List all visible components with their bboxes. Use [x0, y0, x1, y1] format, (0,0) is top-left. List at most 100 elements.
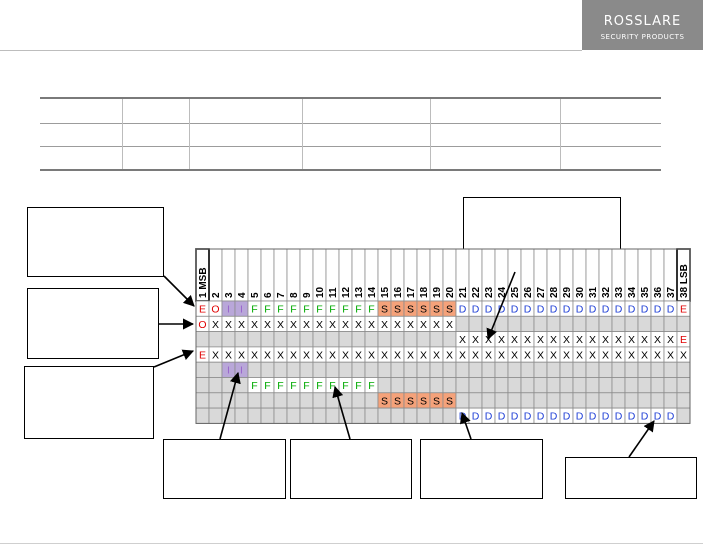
grid-cell-symbol: F [368, 304, 374, 316]
grid-cell-symbol: S [420, 395, 427, 407]
table-row-rule [40, 123, 661, 124]
grid-header-label: 23 [484, 286, 495, 298]
grid-cell-symbol: X [498, 334, 505, 346]
arrow-to-facility-row [332, 385, 351, 440]
arrow-to-all-bits-row [153, 349, 195, 368]
grid-header-label: 14 [367, 286, 378, 298]
grid-cell-symbol: D [511, 411, 519, 423]
grid-cell-symbol: D [511, 304, 519, 316]
grid-header-label: 26 [523, 286, 534, 298]
grid-cell-symbol: X [524, 334, 531, 346]
grid-header-label: 20 [445, 286, 456, 298]
grid-cell-symbol: X [342, 349, 349, 361]
callout-box-even-parity [27, 288, 159, 359]
grid-cell-symbol: F [303, 304, 309, 316]
callout-box-facility [290, 439, 412, 499]
grid-cell-symbol: X [641, 349, 648, 361]
callout-box-card [565, 457, 697, 499]
grid-cell-symbol: X [277, 349, 284, 361]
grid-cell-symbol: X [563, 334, 570, 346]
grid-cell-symbol: D [576, 411, 584, 423]
grid-header-label: 13 [354, 286, 365, 298]
grid-cell-symbol: X [420, 319, 427, 331]
grid-cell-symbol: I [227, 365, 230, 377]
grid-cell-symbol: D [563, 304, 571, 316]
grid-cell-symbol: X [225, 319, 232, 331]
grid-cell-symbol: S [407, 395, 414, 407]
grid-header-label: 15 [380, 286, 391, 298]
table-column-rule [122, 99, 123, 169]
grid-cell-symbol: D [654, 411, 662, 423]
grid-cell-symbol: F [277, 304, 283, 316]
grid-cell-symbol: X [381, 349, 388, 361]
grid-cell-symbol: D [472, 304, 480, 316]
grid-cell-symbol: X [290, 349, 297, 361]
grid-cell-symbol: D [602, 304, 610, 316]
logo-brand: ROSSLARE [603, 14, 682, 29]
grid-cell-symbol: D [485, 304, 493, 316]
grid-header-label: 34 [627, 286, 638, 298]
grid-cell-symbol: F [355, 304, 361, 316]
grid-header-label: 38 LSB [679, 264, 690, 298]
grid-cell-symbol: X [576, 334, 583, 346]
table-column-rule [302, 99, 303, 169]
grid-header-label: 5 [250, 292, 261, 298]
grid-cell-symbol: D [485, 411, 493, 423]
grid-header-label: 7 [276, 292, 287, 298]
grid-cell-symbol: X [329, 349, 336, 361]
grid-cell-symbol: X [576, 349, 583, 361]
grid-cell-symbol: D [602, 411, 610, 423]
grid-border [195, 248, 691, 424]
grid-cell-symbol: D [537, 411, 545, 423]
callout-box-issue [163, 439, 286, 499]
grid-cell-symbol: S [381, 395, 388, 407]
grid-cell-symbol: S [394, 304, 401, 316]
grid-header-label: 18 [419, 286, 430, 298]
grid-cell-symbol: X [264, 319, 271, 331]
grid-cell-symbol: X [524, 349, 531, 361]
grid-cell-symbol: X [667, 349, 674, 361]
grid-cell-symbol: D [641, 411, 649, 423]
grid-cell-symbol: E [199, 349, 206, 361]
grid-header-label: 16 [393, 286, 404, 298]
grid-cell-symbol: X [537, 349, 544, 361]
grid-cell-symbol: X [433, 349, 440, 361]
grid-cell-symbol: S [446, 304, 453, 316]
grid-header-label: 37 [666, 286, 677, 298]
grid-cell-symbol: X [251, 319, 258, 331]
grid-header-label: 22 [471, 286, 482, 298]
grid-cell-symbol: D [576, 304, 584, 316]
grid-cell-symbol: X [511, 334, 518, 346]
grid-header-label: 1 MSB [198, 267, 209, 298]
grid-cell-symbol: D [654, 304, 662, 316]
grid-cell-symbol: X [368, 349, 375, 361]
grid-cell-symbol: X [485, 349, 492, 361]
grid-cell-symbol: X [446, 319, 453, 331]
grid-cell-symbol: F [342, 380, 348, 392]
grid-header-label: 32 [601, 286, 612, 298]
grid-cell-symbol: X [654, 334, 661, 346]
grid-cell-symbol: I [240, 365, 243, 377]
grid-cell-symbol: X [602, 349, 609, 361]
grid-header-label: 31 [588, 286, 599, 298]
grid-cell-symbol: D [641, 304, 649, 316]
grid-cell-symbol: D [550, 411, 558, 423]
table-top-rule [40, 97, 661, 99]
grid-cell-symbol: X [641, 334, 648, 346]
grid-header-label: 12 [341, 286, 352, 298]
grid-cell-symbol: D [628, 411, 636, 423]
grid-cell-symbol: X [511, 349, 518, 361]
grid-cell-symbol: F [290, 380, 296, 392]
grid-cell-symbol: D [537, 304, 545, 316]
grid-cell-symbol: F [303, 380, 309, 392]
grid-cell-symbol: X [290, 319, 297, 331]
table-column-rule [189, 99, 190, 169]
grid-cell-symbol: D [615, 411, 623, 423]
grid-header-label: 9 [302, 292, 313, 298]
grid-cell-symbol: X [316, 349, 323, 361]
grid-cell-symbol: X [498, 349, 505, 361]
grid-cell-symbol: X [420, 349, 427, 361]
grid-cell-symbol: F [277, 380, 283, 392]
grid-header-label: 11 [328, 287, 339, 298]
